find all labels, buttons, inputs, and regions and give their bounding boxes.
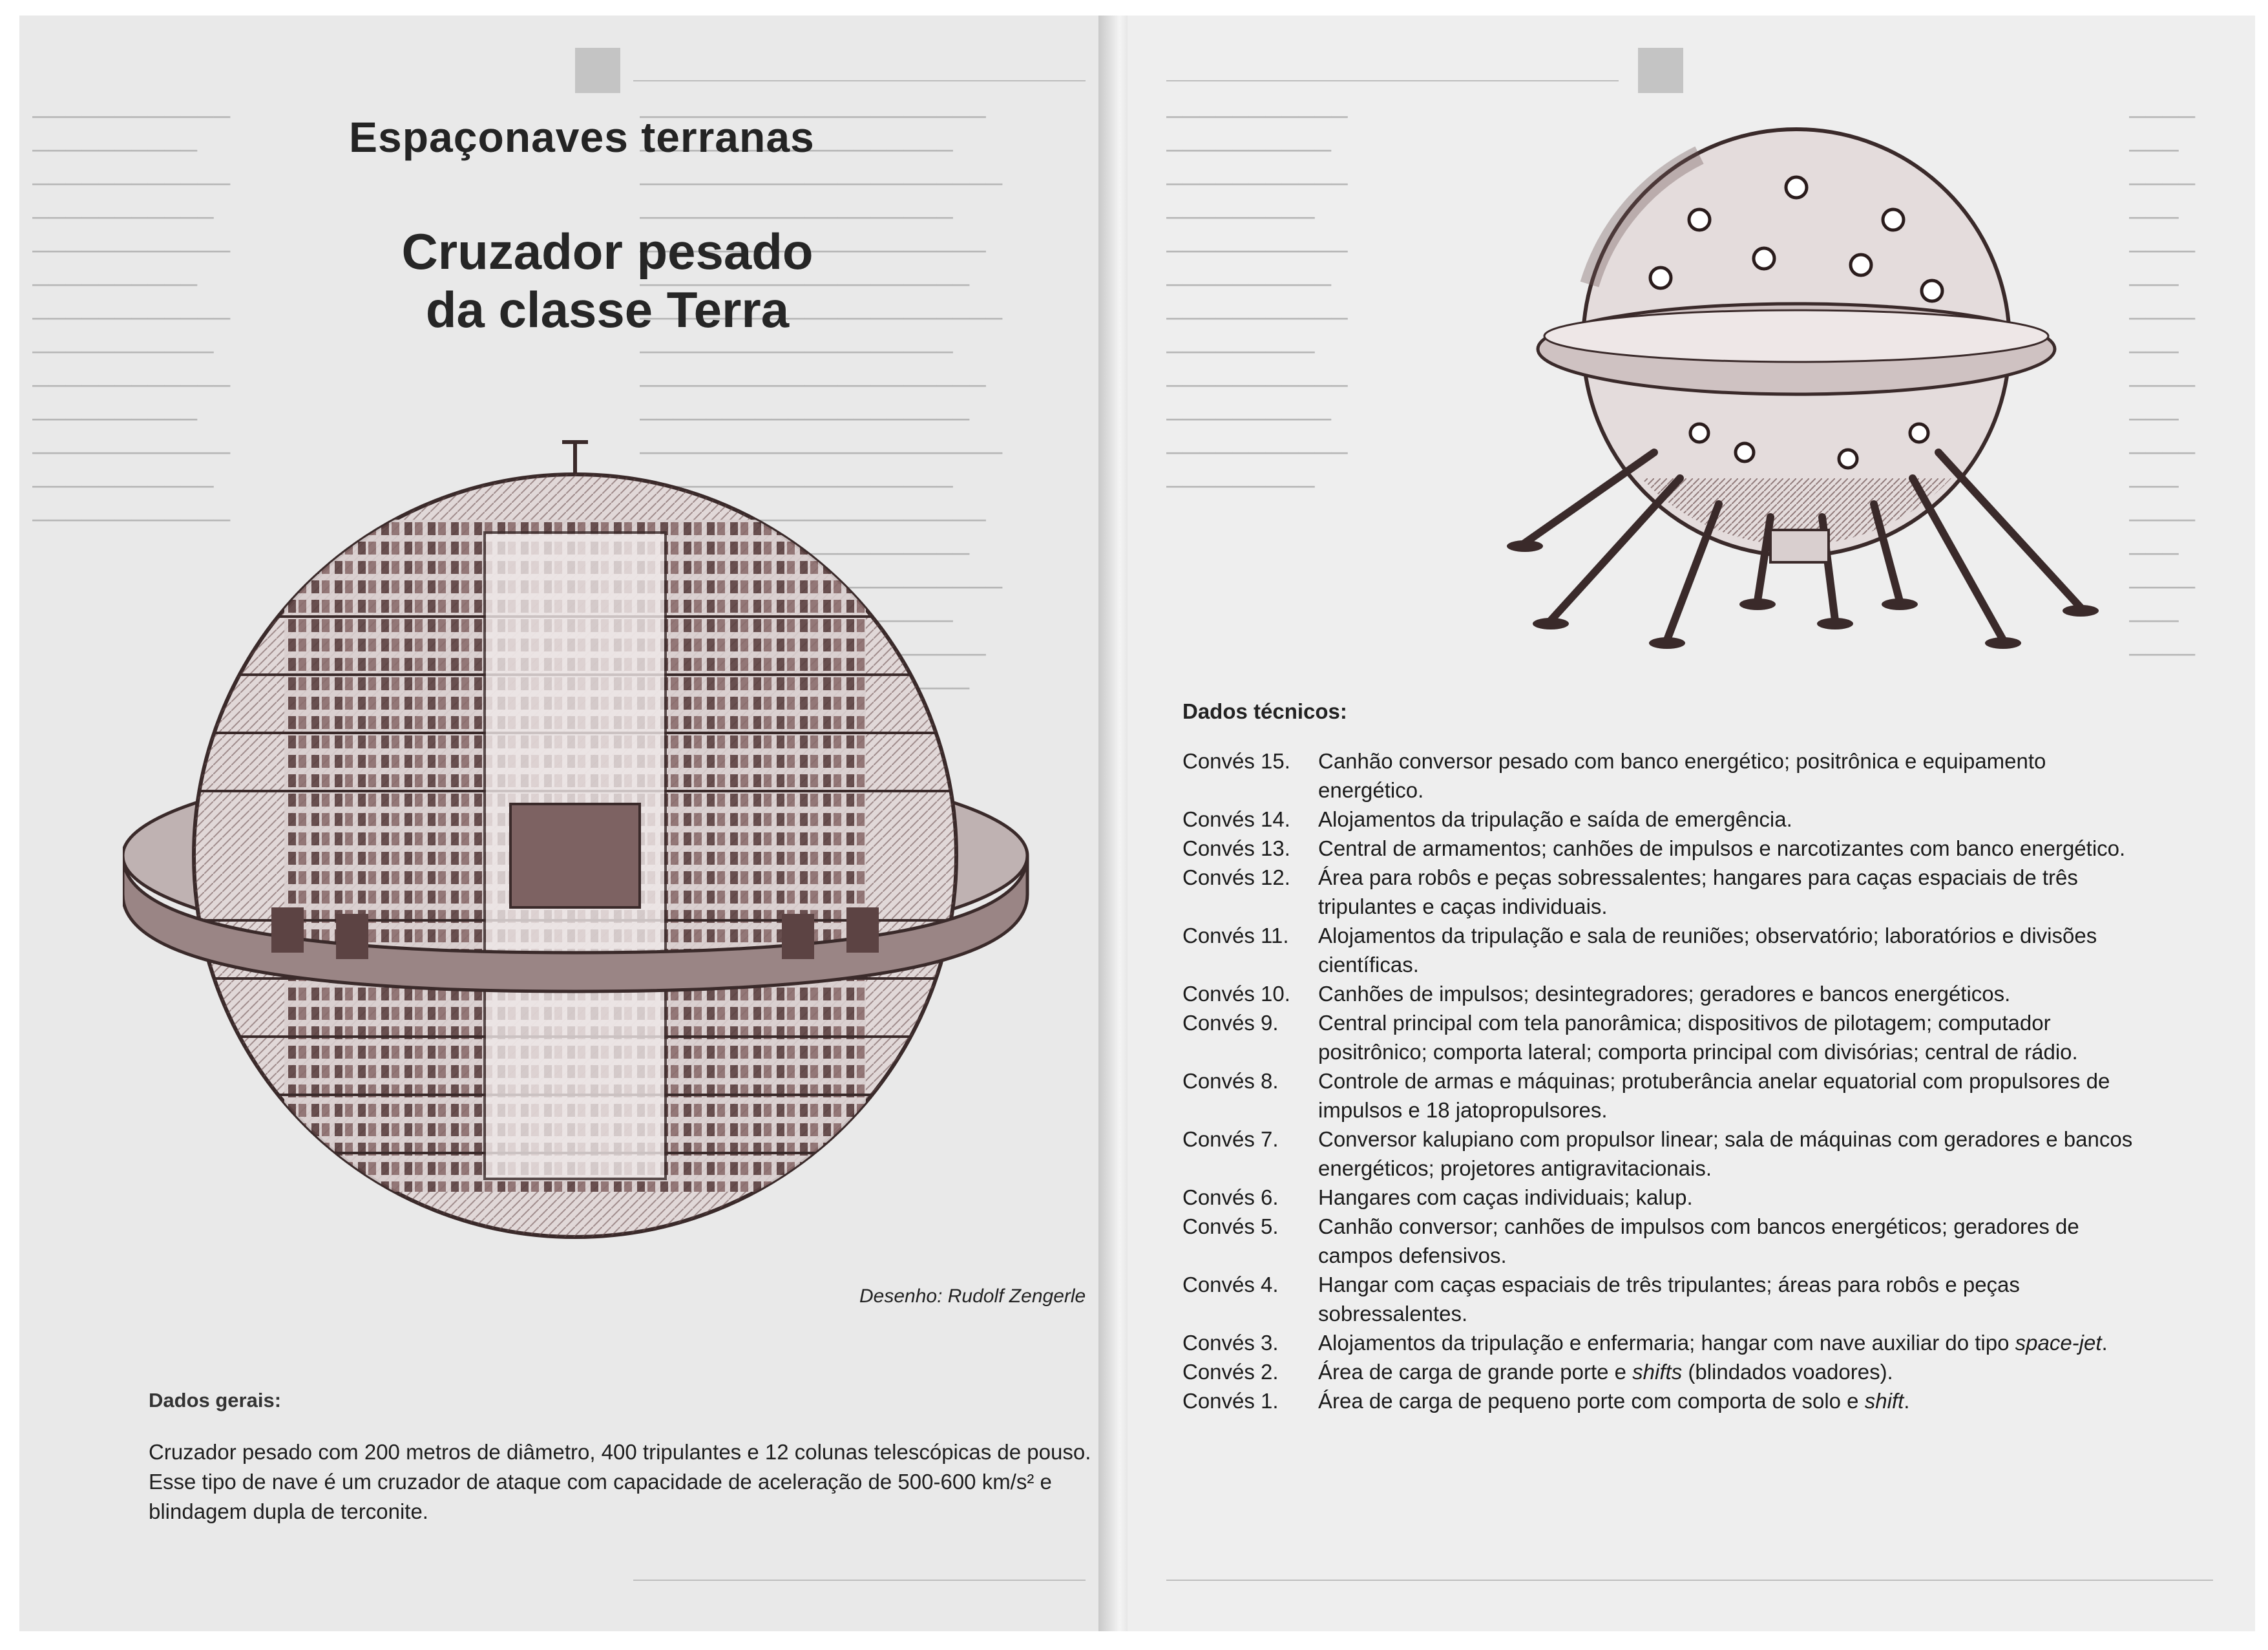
deck-row: Convés 4. Hangar com caças espaciais de t…	[1182, 1270, 2145, 1328]
deck-description: Central de armamentos; canhões de impuls…	[1318, 836, 2126, 860]
show-through-text: ─────────── ────────── ─────────── ─────…	[1166, 103, 1348, 499]
general-data-heading: Dados gerais:	[149, 1389, 282, 1412]
show-through-rule	[633, 80, 1086, 81]
right-page: ─────────── ────────── ─────────── ─────…	[1128, 16, 2255, 1631]
cruiser-cutaway-illustration	[123, 440, 1029, 1239]
deck-label: Convés 8.	[1182, 1069, 1279, 1093]
deck-row: Convés 6. Hangares com caças individuais;…	[1182, 1183, 2145, 1212]
deck-description: Alojamentos da tripulação e sala de reun…	[1318, 924, 2097, 977]
technical-data-heading: Dados técnicos:	[1182, 699, 1347, 723]
deck-row: Convés 8. Controle de armas e máquinas; p…	[1182, 1066, 2145, 1125]
page-title: Espaçonaves terranas	[349, 113, 815, 161]
illustration-credit: Desenho: Rudolf Zengerle	[859, 1285, 1086, 1307]
deck-label: Convés 11.	[1182, 924, 1289, 947]
deck-description: Central principal com tela panorâmica; d…	[1318, 1011, 2078, 1064]
show-through-square	[575, 48, 620, 93]
deck-label: Convés 7.	[1182, 1127, 1279, 1151]
deck-description: Hangar com caças espaciais de três tripu…	[1318, 1273, 2020, 1326]
ship-class-title: Cruzador pesado da classe Terra	[401, 223, 814, 338]
show-through-text-left: ──────────── ────────── ──────────── ───…	[32, 103, 231, 533]
left-page: ───────────────────── ──────────────────…	[19, 16, 1113, 1631]
deck-row: Convés 11. Alojamentos da tripulação e sa…	[1182, 921, 2145, 979]
deck-description: Conversor kalupiano com propulsor linear…	[1318, 1127, 2133, 1180]
deck-label: Convés 2.	[1182, 1360, 1279, 1384]
deck-list: Convés 15. Canhão conversor pesado com ba…	[1182, 746, 2145, 1415]
deck-description: Canhão conversor; canhões de impulsos co…	[1318, 1214, 2079, 1267]
deck-row: Convés 15. Canhão conversor pesado com ba…	[1182, 746, 2145, 805]
deck-label: Convés 4.	[1182, 1273, 1279, 1296]
cruiser-landing-illustration	[1507, 127, 2099, 649]
show-through-text-right: ──── ─── ──── ─── ──── ─── ──── ─── ────…	[2129, 103, 2196, 667]
deck-label: Convés 9.	[1182, 1011, 1279, 1035]
deck-label: Convés 5.	[1182, 1214, 1279, 1238]
deck-description: Alojamentos da tripulação e enfermaria; …	[1318, 1331, 2108, 1355]
general-data-text: Cruzador pesado com 200 metros de diâmet…	[149, 1440, 1091, 1523]
show-through-rule	[1166, 80, 1619, 81]
deck-label: Convés 15.	[1182, 749, 1290, 773]
deck-row: Convés 9. Central principal com tela pano…	[1182, 1008, 2145, 1066]
deck-row: Convés 1. Área de carga de pequeno porte …	[1182, 1386, 2145, 1415]
deck-label: Convés 3.	[1182, 1331, 1279, 1355]
deck-label: Convés 1.	[1182, 1389, 1279, 1413]
deck-description: Área de carga de grande porte e shifts (…	[1318, 1360, 1893, 1384]
deck-description: Área de carga de pequeno porte com compo…	[1318, 1389, 1910, 1413]
deck-label: Convés 14.	[1182, 807, 1290, 831]
show-through-rule-bottom	[633, 1580, 1086, 1581]
deck-row: Convés 5. Canhão conversor; canhões de im…	[1182, 1212, 2145, 1270]
deck-description: Alojamentos da tripulação e saída de eme…	[1318, 807, 1792, 831]
deck-row: Convés 3. Alojamentos da tripulação e enf…	[1182, 1328, 2145, 1357]
deck-row: Convés 13. Central de armamentos; canhões…	[1182, 834, 2145, 863]
deck-label: Convés 10.	[1182, 982, 1290, 1006]
deck-label: Convés 12.	[1182, 865, 1290, 889]
show-through-rule-bottom	[1166, 1580, 2213, 1581]
show-through-square	[1638, 48, 1683, 93]
deck-label: Convés 6.	[1182, 1185, 1279, 1209]
deck-description: Controle de armas e máquinas; protuberân…	[1318, 1069, 2110, 1122]
deck-row: Convés 14. Alojamentos da tripulação e sa…	[1182, 805, 2145, 834]
deck-description: Canhões de impulsos; desintegradores; ge…	[1318, 982, 2011, 1006]
deck-row: Convés 2. Área de carga de grande porte e…	[1182, 1357, 2145, 1386]
deck-description: Hangares com caças individuais; kalup.	[1318, 1185, 1693, 1209]
deck-label: Convés 13.	[1182, 836, 1290, 860]
deck-description: Canhão conversor pesado com banco energé…	[1318, 749, 2046, 802]
deck-row: Convés 12. Área para robôs e peças sobres…	[1182, 863, 2145, 921]
deck-row: Convés 10. Canhões de impulsos; desintegr…	[1182, 979, 2145, 1008]
deck-description: Área para robôs e peças sobressalentes; …	[1318, 865, 2078, 918]
deck-row: Convés 7. Conversor kalupiano com propuls…	[1182, 1125, 2145, 1183]
